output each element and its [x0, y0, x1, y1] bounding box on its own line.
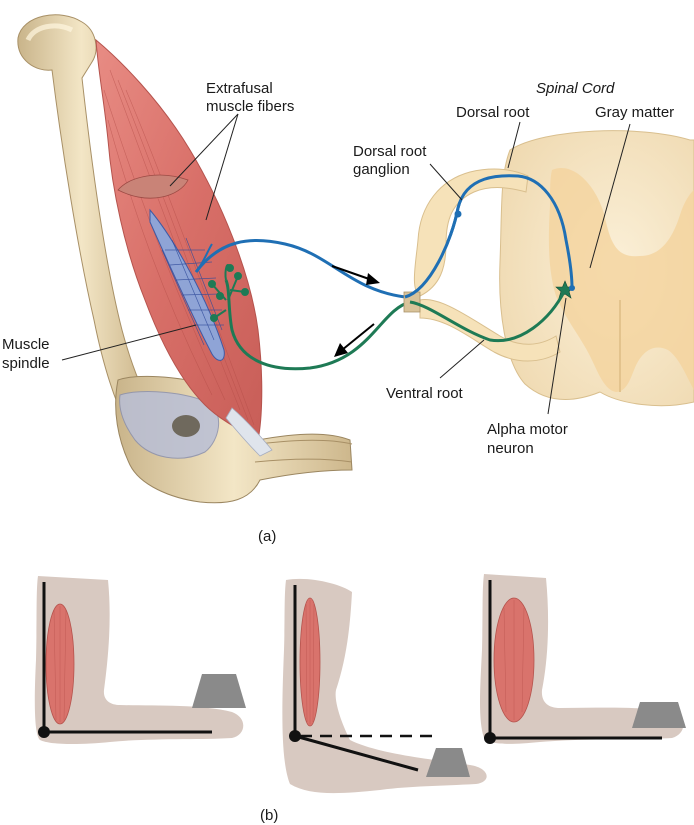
sensory-nerve-branch [195, 243, 213, 273]
panel-a: Extrafusal muscle fibers Spinal Cord Dor… [2, 14, 694, 545]
weight-icon [192, 674, 246, 708]
label-alpha-1: Alpha motor [487, 421, 568, 438]
leader-lines [61, 113, 631, 415]
caption-b: (b) [260, 807, 278, 824]
humerus-bone [17, 14, 146, 406]
label-spindle-1: Muscle [2, 336, 50, 353]
label-alpha-2: neuron [487, 440, 534, 457]
label-drg-1: Dorsal root [353, 143, 427, 160]
label-extrafusal-2: muscle fibers [206, 98, 294, 115]
label-spinal-cord: Spinal Cord [536, 80, 615, 97]
label-extrafusal-1: Extrafusal [206, 80, 273, 97]
weight-icon [632, 702, 686, 728]
label-ventral-root: Ventral root [386, 385, 464, 402]
label-drg-2: ganglion [353, 161, 410, 178]
arm-diagram-1 [34, 576, 246, 745]
caption-a: (a) [258, 528, 276, 545]
weight-icon [426, 748, 470, 777]
elbow-joint [115, 375, 353, 504]
label-spindle-2: spindle [2, 355, 50, 372]
panel-b: (b) [34, 574, 686, 824]
motor-endplates [208, 264, 249, 322]
arm-diagram-3 [480, 574, 686, 744]
label-gray-matter: Gray matter [595, 104, 674, 121]
efferent-arrow [334, 323, 375, 357]
afferent-arrow [331, 265, 380, 285]
arm-diagram-2 [282, 578, 487, 794]
ventral-root [419, 299, 561, 362]
muscle-spindle [149, 208, 225, 361]
spinal-cord-section [499, 130, 694, 407]
label-dorsal-root: Dorsal root [456, 104, 530, 121]
gray-matter [548, 168, 694, 392]
